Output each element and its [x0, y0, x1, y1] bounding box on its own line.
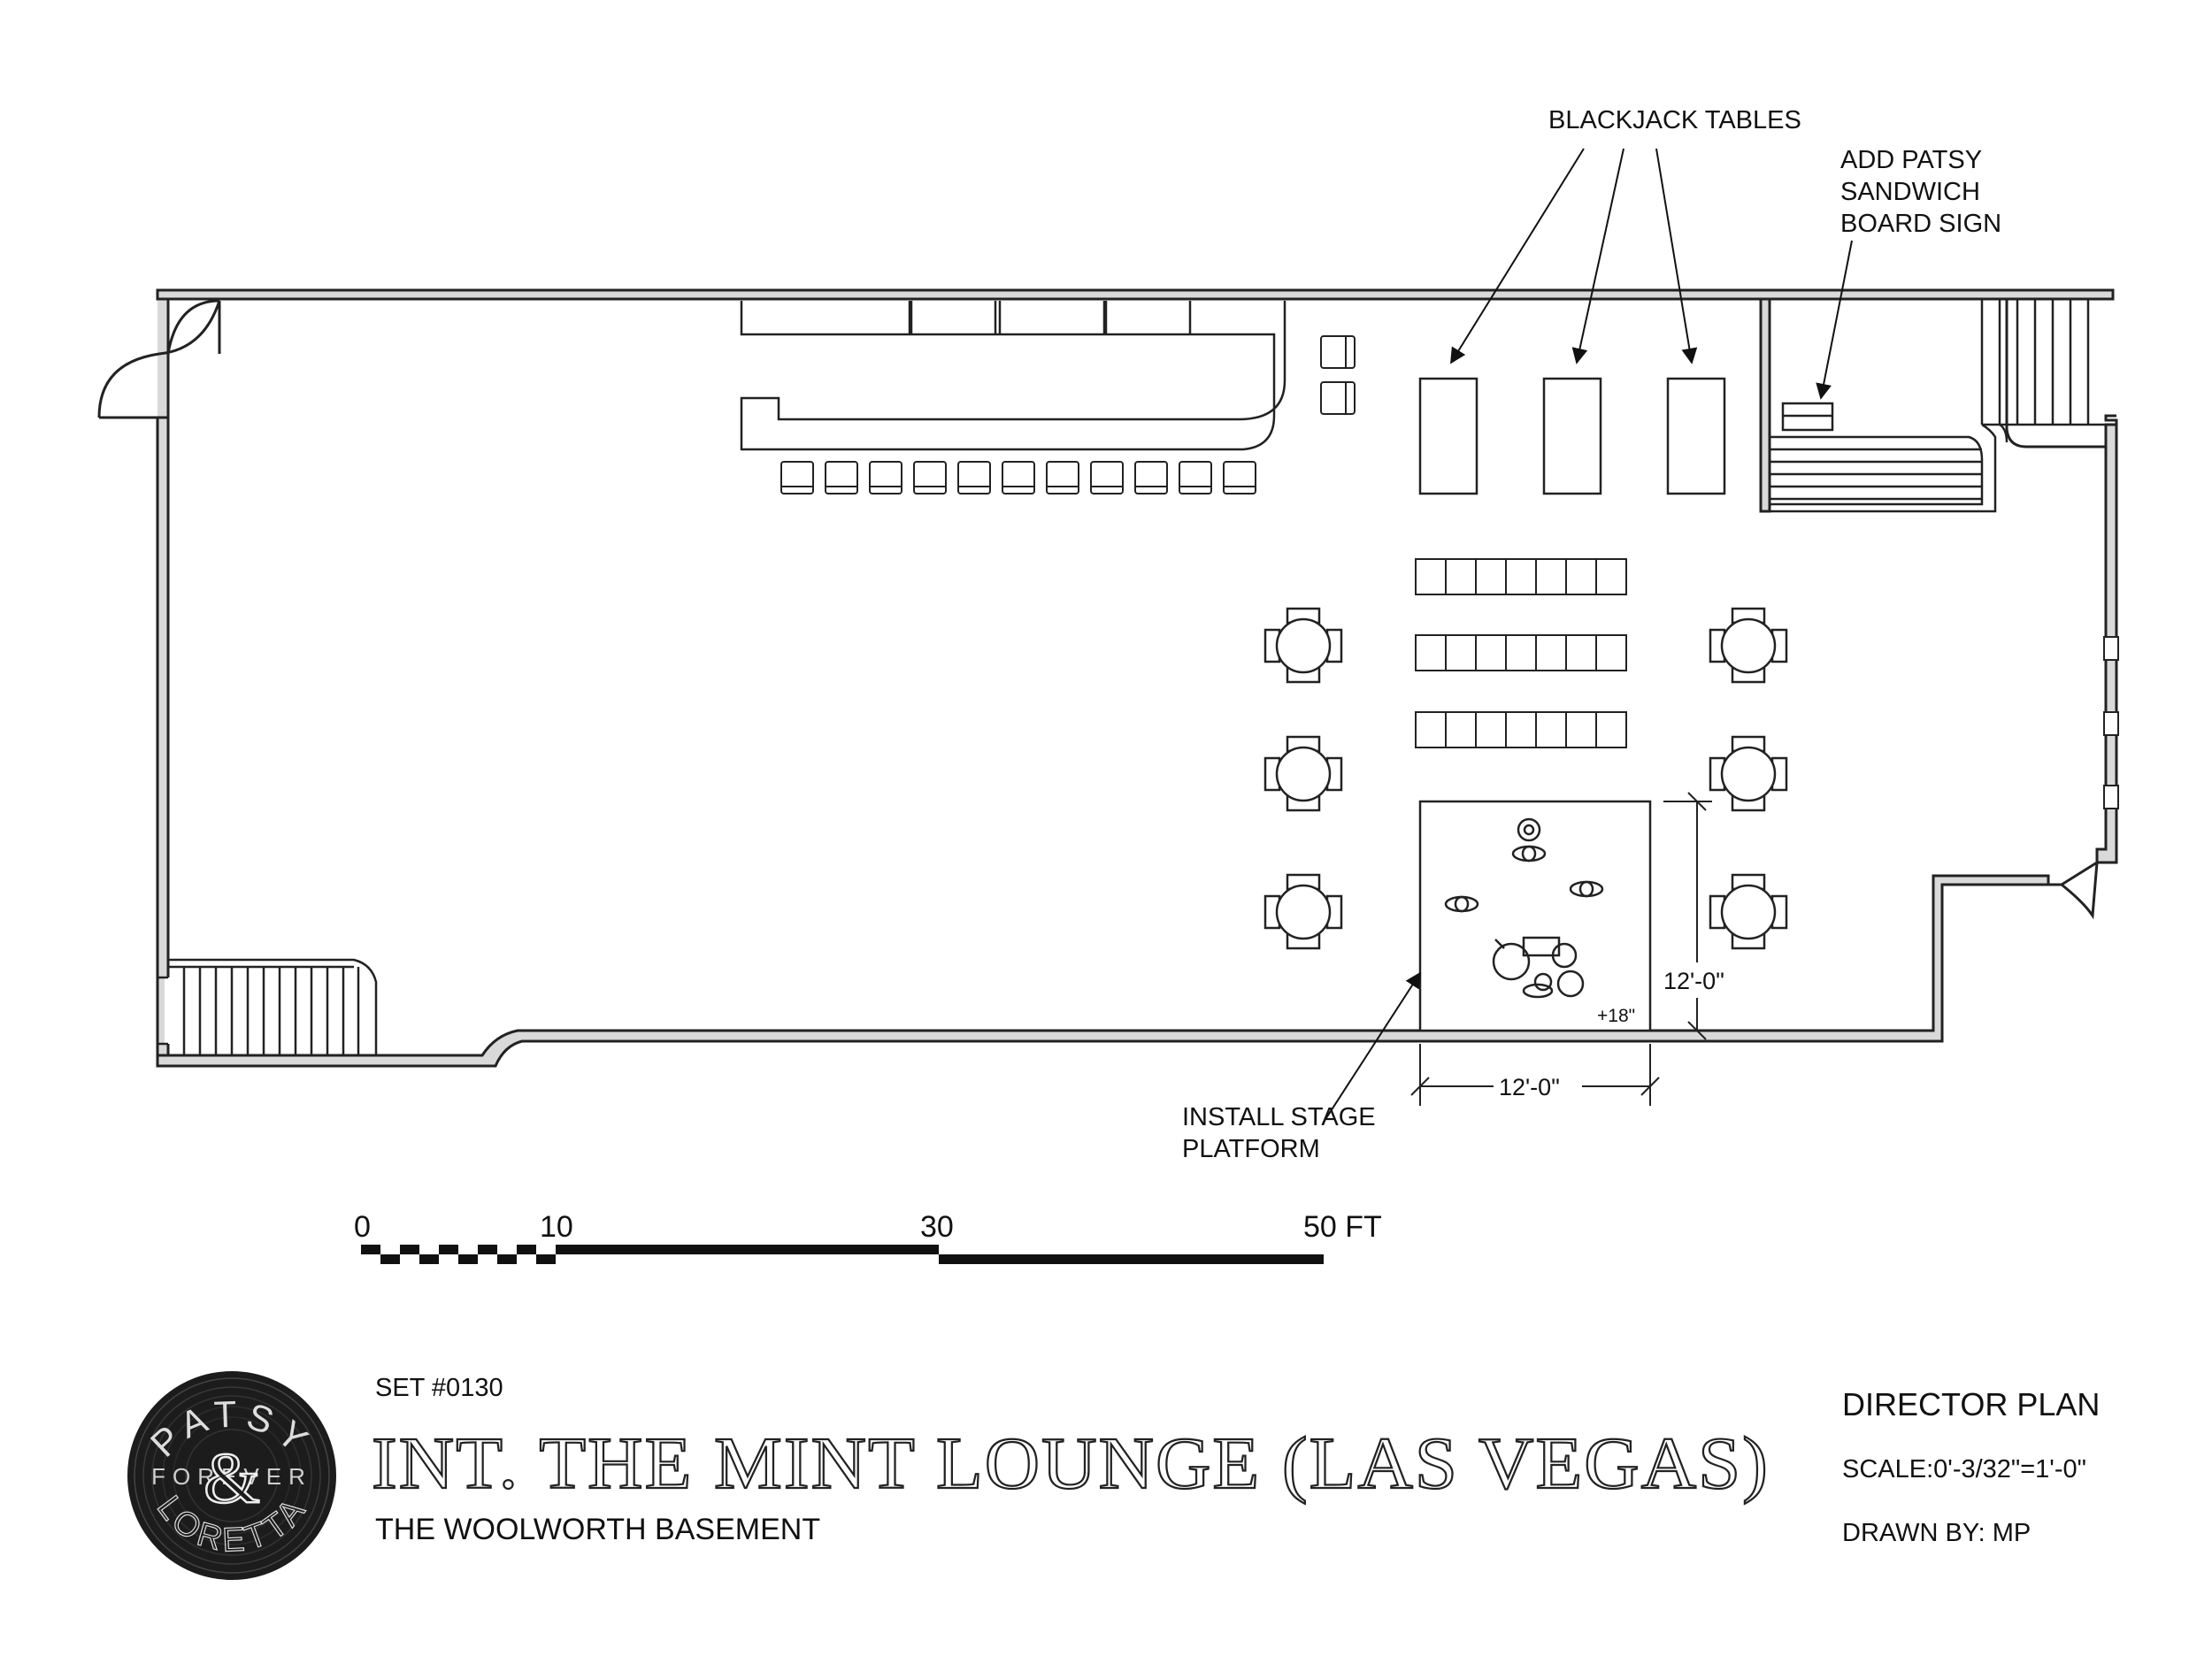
sandwich-sign-label-line2: SANDWICH	[1840, 178, 1980, 206]
seat-row-1	[1415, 558, 1627, 595]
scale-label-50: 50 FT	[1303, 1210, 1382, 1244]
sandwich-sign-label-line3: BOARD SIGN	[1840, 210, 2001, 238]
drawn-by: DRAWN BY: MP	[1842, 1519, 2031, 1547]
cafe-table-right-2	[1709, 735, 1788, 812]
stage-platform	[1418, 800, 1652, 1032]
bar-stools	[780, 335, 1356, 494]
set-subtitle: THE WOOLWORTH BASEMENT	[375, 1513, 820, 1546]
cafe-table-left-3	[1263, 873, 1343, 950]
stage-height-label: +18"	[1597, 1006, 1635, 1026]
install-stage-label-line2: PLATFORM	[1182, 1135, 1320, 1163]
logo-ampersand: &	[204, 1438, 260, 1518]
blackjack-tables-label: BLACKJACK TABLES	[1548, 106, 1801, 134]
sandwich-sign-label-line1: ADD PATSY	[1840, 146, 1982, 174]
cafe-table-left-1	[1263, 607, 1343, 684]
patsy-loretta-logo: PATSY FOREVER & LORETTA	[127, 1371, 336, 1580]
cafe-table-right-1	[1709, 607, 1788, 684]
right-wall-openings	[2103, 636, 2119, 809]
plan-type: DIRECTOR PLAN	[1842, 1386, 2100, 1422]
logo-middle-text: FOREVER	[151, 1463, 312, 1490]
cafe-table-right-3	[1709, 873, 1788, 950]
sandwich-board-sign	[1781, 402, 1834, 432]
seat-row-3	[1415, 711, 1627, 748]
stairs-top-right	[1770, 299, 2106, 513]
graphic-scale	[361, 1245, 1324, 1264]
drum-kit	[1492, 936, 1585, 999]
set-title: INT. THE MINT LOUNGE (LAS VEGAS)	[372, 1422, 1770, 1505]
entry-door-left	[97, 299, 221, 419]
scale-label-10: 10	[540, 1210, 573, 1244]
stairs-bottom-left	[156, 958, 378, 1057]
stage-depth-dimension: 12'-0"	[1663, 968, 1724, 994]
blackjack-tables	[1418, 377, 1726, 495]
cafe-table-left-2	[1263, 735, 1343, 812]
callout-leaders	[1322, 148, 1853, 1124]
seat-row-2	[1415, 634, 1627, 671]
seating-rows	[1415, 558, 1627, 748]
bar-counter	[740, 301, 1286, 451]
scale-label-0: 0	[354, 1210, 371, 1244]
stage-width-dimension: 12'-0"	[1499, 1074, 1560, 1100]
exit-door-right	[2061, 861, 2099, 920]
install-stage-label-line1: INSTALL STAGE	[1182, 1103, 1376, 1131]
cafe-tables	[1263, 607, 1788, 950]
scale-label-30: 30	[920, 1210, 954, 1244]
plan-scale: SCALE:0'-3/32"=1'-0"	[1842, 1455, 2086, 1484]
set-number: SET #0130	[375, 1374, 503, 1402]
